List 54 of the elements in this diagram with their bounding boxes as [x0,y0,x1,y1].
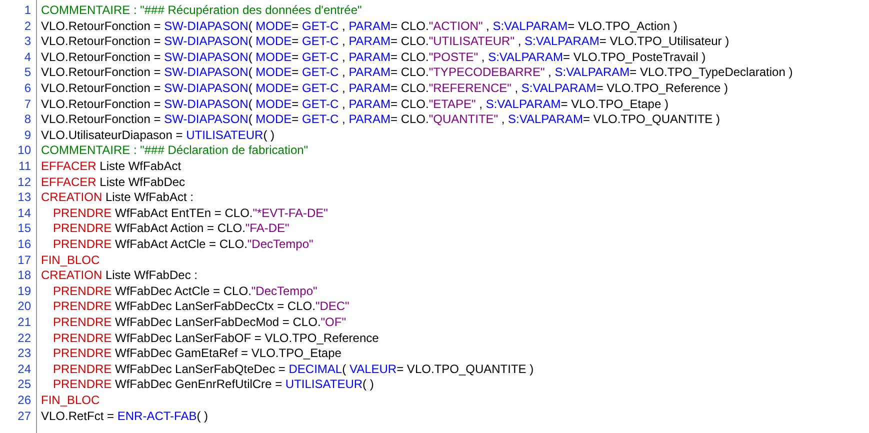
code-line: VLO.RetourFonction = SW-DIAPASON( MODE= GET-C , PARAM= CLO."POSTE" , S:VALPARAM= VLO.TPO_PosteTravail ) [41,50,706,65]
line-number: 6 [23,81,31,96]
line-number: 5 [23,65,31,80]
code-line: CREATION Liste WfFabDec : [41,268,198,284]
line-number: 13 [16,190,31,206]
code-line: PRENDRE WfFabAct EntTEn = CLO."*EVT-FA-DE" [53,206,328,221]
line-number: 17 [16,252,31,268]
line-number: 12 [16,174,31,190]
line-number: 15 [16,221,31,236]
line-number: 26 [16,393,31,408]
line-number: 20 [16,299,31,314]
code-line: VLO.RetourFonction = SW-DIAPASON( MODE= GET-C , PARAM= CLO."UTILISATEUR" , S:VALPARAM= VLO.TPO_Utilisateur ) [41,34,730,50]
code-line: PRENDRE WfFabDec ActCle = CLO."DecTempo" [53,284,318,299]
code-line: PRENDRE WfFabDec LanSerFabQteDec = DECIMAL( VALEUR= VLO.TPO_QUANTITE ) [53,362,534,377]
code-line: VLO.RetourFonction = SW-DIAPASON( MODE= GET-C , PARAM= CLO."ACTION" , S:VALPARAM= VLO.TPO_Action ) [41,18,678,34]
line-number: 14 [16,206,31,221]
code-line: VLO.RetFct = ENR-ACT-FAB( ) [41,408,208,424]
line-number: 3 [23,34,31,50]
line-number: 8 [23,112,31,128]
code-line: VLO.RetourFonction = SW-DIAPASON( MODE= GET-C , PARAM= CLO."ETAPE" , S:VALPARAM= VLO.TPO_Etape ) [41,96,668,112]
code-line: PRENDRE WfFabAct ActCle = CLO."DecTempo" [53,237,314,252]
line-number: 22 [16,330,31,346]
code-line: COMMENTAIRE : "### Récupération des données d'entrée" [41,3,362,18]
line-number: 21 [16,315,31,330]
code-line: COMMENTAIRE : "### Déclaration de fabrication" [41,143,308,158]
code-line: CREATION Liste WfFabAct : [41,190,194,206]
code-line: VLO.RetourFonction = SW-DIAPASON( MODE= GET-C , PARAM= CLO."REFERENCE" , S:VALPARAM= VLO.TPO_Reference ) [41,81,728,96]
line-number: 10 [16,143,31,158]
code-line: PRENDRE WfFabDec GenEnrRefUtilCre = UTILISATEUR( ) [53,377,374,392]
code-line: PRENDRE WfFabDec LanSerFabDecMod = CLO."OF" [53,315,346,330]
code-line: VLO.RetourFonction = SW-DIAPASON( MODE= GET-C , PARAM= CLO."TYPECODEBARRE" , S:VALPARAM= VLO.TPO_TypeDeclaration ) [41,65,793,80]
code-line: PRENDRE WfFabDec LanSerFabOF = VLO.TPO_Reference [53,330,379,346]
code-line: PRENDRE WfFabDec LanSerFabDecCtx = CLO."DEC" [53,299,350,314]
line-number: 1 [23,3,31,18]
code-line: PRENDRE WfFabDec GamEtaRef = VLO.TPO_Etape [53,346,342,362]
line-number: 19 [16,284,31,299]
line-number: 24 [16,362,31,377]
line-number: 7 [23,96,31,112]
code-line: EFFACER Liste WfFabAct [41,159,182,174]
line-number: 23 [16,346,31,362]
code-line: EFFACER Liste WfFabDec [41,174,186,190]
line-number: 27 [16,408,31,424]
line-number: 11 [18,159,31,174]
line-number: 2 [23,18,31,34]
code-line: VLO.RetourFonction = SW-DIAPASON( MODE= GET-C , PARAM= CLO."QUANTITE" , S:VALPARAM= VLO.TPO_QUANTITE ) [41,112,720,128]
code-line: FIN_BLOC [41,252,100,268]
line-number: 9 [23,128,31,143]
line-number: 16 [16,237,31,252]
line-number: 25 [16,377,31,392]
code-line: PRENDRE WfFabAct Action = CLO."FA-DE" [53,221,290,236]
code-line: FIN_BLOC [41,393,100,408]
line-number: 18 [16,268,31,284]
line-number: 4 [23,50,31,65]
code-line: VLO.UtilisateurDiapason = UTILISATEUR( ) [41,128,275,143]
